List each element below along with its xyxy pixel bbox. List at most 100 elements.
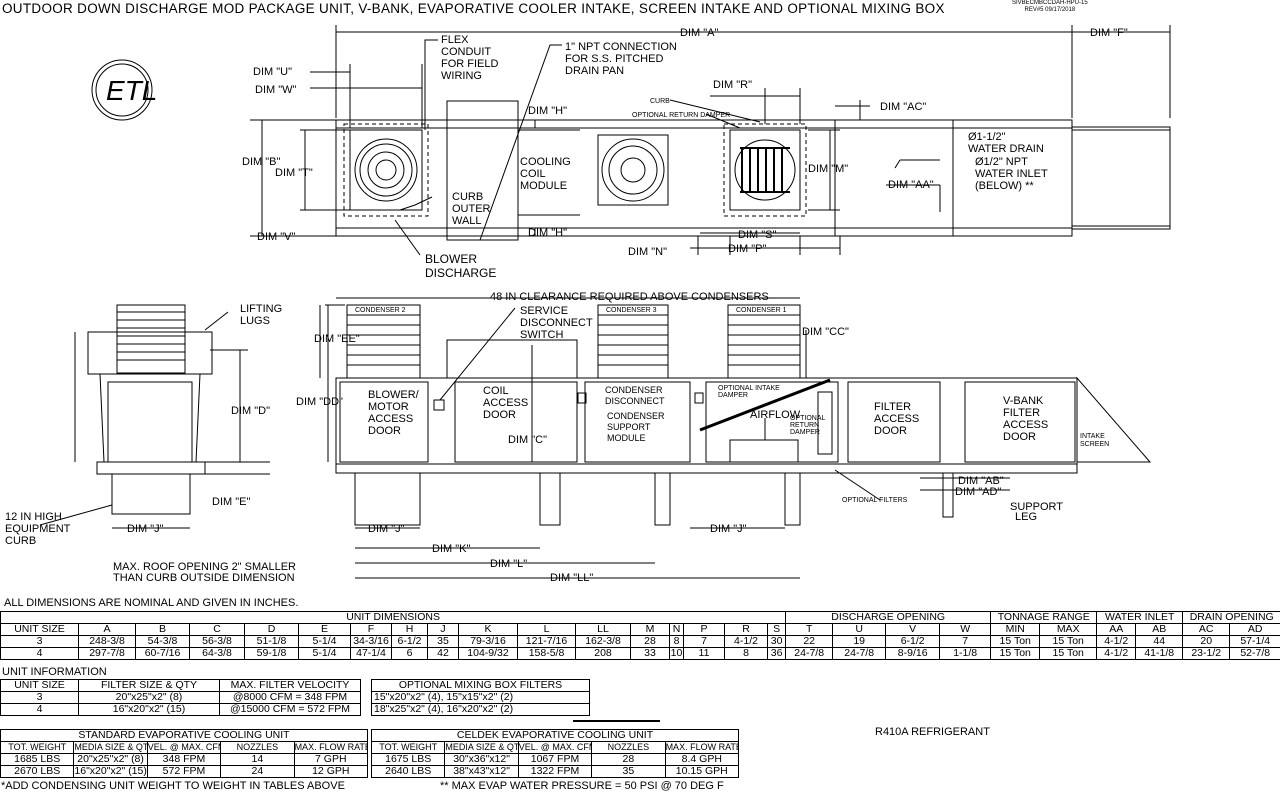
end-view: LIFTING LUGS DIM "D" DIM "E" DIM "J" 12 … [5,303,282,547]
column-header: AB [1136,624,1183,636]
table-cell: 6 [392,648,428,660]
service-disconnect-label-3: SWITCH [520,329,563,341]
column-header: E [299,624,351,636]
coil-door-label-2: ACCESS [483,397,528,409]
cooling-coil-label-2: COIL [520,168,546,180]
table-cell: 3 [1,692,79,704]
dim-aa-label: DIM "AA" [888,179,934,191]
column-header: A [79,624,136,636]
table-cell: 24 [221,766,294,778]
blower-discharge-opening [350,130,422,210]
table-cell: 64-3/8 [190,648,245,660]
side-elevation: 48 IN CLEARANCE REQUIRED ABOVE CONDENSER… [113,291,1150,584]
table-cell: 24-7/8 [833,648,886,660]
table-cell: 4 [1,648,79,660]
npt-connection-label-2: FOR S.S. PITCHED [565,53,663,65]
column-header: N [670,624,684,636]
column-header: M [631,624,670,636]
dim-l-label: DIM "L" [490,558,527,570]
column-header: J [428,624,459,636]
table-title: CELDEK EVAPORATIVE COOLING UNIT [372,730,739,742]
optional-filters-label: OPTIONAL FILTERS [842,497,908,504]
table-cell: 8 [725,648,768,660]
table-cell: 248-3/8 [79,636,136,648]
filter-door-label-3: DOOR [874,425,907,437]
table-cell: 15 Ton [1040,636,1097,648]
table-cell: 47-1/4 [351,648,392,660]
table-title: STANDARD EVAPORATIVE COOLING UNIT [1,730,368,742]
column-header: LL [576,624,631,636]
refrigerant-note: R410A REFRIGERANT [875,726,990,738]
table-cell: 158-5/8 [518,648,576,660]
condenser-support-label-1: CONDENSER [607,411,665,421]
dim-j-end-label: DIM "J" [127,523,164,535]
service-disconnect-label-2: DISCONNECT [520,317,593,329]
condenser-1 [728,305,800,378]
table-cell: 35 [428,636,459,648]
lifting-lugs-label-1: LIFTING [240,303,282,315]
column-header: MAX. FILTER VELOCITY [220,680,361,692]
column-header: W [940,624,991,636]
group-header-discharge-opening: DISCHARGE OPENING [786,612,991,624]
table-cell: 18"x25"x2" (4), 16"x20"x2" (2) [372,704,590,716]
blower-door-label-1: BLOWER/ [368,389,420,401]
water-inlet-label-1: Ø1/2" NPT [975,156,1028,168]
dim-ac-label: DIM "AC" [880,101,926,113]
table-cell: 23-1/2 [1183,648,1230,660]
column-header: R [725,624,768,636]
condenser-3 [598,305,668,378]
table-cell: 15 Ton [1040,648,1097,660]
nominal-dimensions-note: ALL DIMENSIONS ARE NOMINAL AND GIVEN IN … [4,597,298,609]
table-cell: 54-3/8 [136,636,190,648]
table-cell: 1-1/8 [940,648,991,660]
vbank-door-label-1: V-BANK [1003,395,1044,407]
coil-door-label-3: DOOR [483,409,516,421]
table-cell: 3 [1,636,79,648]
etl-logo: ETL [92,60,157,120]
dim-k-label: DIM "K" [432,543,470,555]
table-cell: 60-7/16 [136,648,190,660]
column-header: B [136,624,190,636]
water-drain-label-2: WATER DRAIN [968,143,1044,155]
dim-ee-label: DIM "EE" [314,333,360,345]
table-cell: 297-7/8 [79,648,136,660]
table-cell: 1067 FPM [518,754,591,766]
lifting-lugs-label-2: LUGS [240,315,270,327]
dim-f-label: DIM "F" [1090,27,1128,39]
curb-note-2: EQUIPMENT [5,523,71,535]
dim-v-label: DIM "V" [257,231,295,243]
cooling-coil-label-3: MODULE [520,180,567,192]
dim-m-label: DIM "M" [808,163,848,175]
table-cell: 30"x36"x12" [445,754,518,766]
column-header: K [459,624,518,636]
coil-door-label-1: COIL [483,385,509,397]
curb-note-3: CURB [5,535,36,547]
intake-screen-label-1: INTAKE [1080,433,1105,440]
blower-door-label-2: MOTOR [368,401,409,413]
table-cell: 208 [576,648,631,660]
vbank-door-label-2: FILTER [1003,407,1040,419]
table-cell: 41-1/8 [1136,648,1183,660]
optional-return-damper-label: OPTIONAL RETURN DAMPER [632,112,730,119]
dim-ll-label: DIM "LL" [550,572,593,584]
table-cell: 4-1/2 [725,636,768,648]
dim-d-label: DIM "D" [231,405,270,417]
unit-information-title: UNIT INFORMATION [2,666,107,678]
table-cell: 8 [670,636,684,648]
npt-connection-label-1: 1" NPT CONNECTION [565,41,677,53]
flex-conduit-label-1: FLEX [441,34,469,46]
dim-cc-label: DIM "CC" [802,326,849,338]
column-header: C [190,624,245,636]
vbank-door-label-4: DOOR [1003,431,1036,443]
clearance-note: 48 IN CLEARANCE REQUIRED ABOVE CONDENSER… [490,291,769,303]
column-header: MEDIA SIZE & QTY [74,742,147,754]
group-header-unit-dimensions: UNIT DIMENSIONS [1,612,786,624]
table-cell: 5-1/4 [299,648,351,660]
table-cell: 15 Ton [991,648,1040,660]
group-header-tonnage-range: TONNAGE RANGE [991,612,1097,624]
